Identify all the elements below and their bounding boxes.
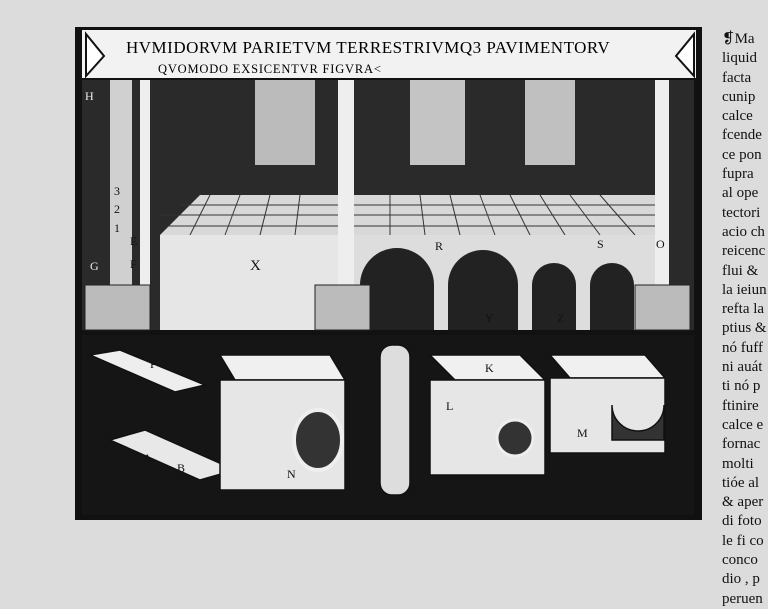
text-line: tectori <box>722 204 761 221</box>
label-s: S <box>597 237 604 251</box>
label-p: P <box>150 357 157 371</box>
title-line-1: HVMIDORVM PARIETVM TERRESTRIVMQ3 PAVIMEN… <box>126 38 610 57</box>
text-line: reicenc <box>722 243 766 260</box>
text-line: ti nó p <box>722 378 761 395</box>
right-text-column: ❡Ma liquid facta cunip calce fcende ce pon fupr… <box>722 30 768 609</box>
label-r: R <box>435 239 443 253</box>
text-line: refta la <box>722 301 765 318</box>
text-line: fornac <box>722 436 761 453</box>
label-y: Y <box>485 311 494 325</box>
text-line: le fi co <box>722 532 764 549</box>
label-z: Z <box>557 311 564 325</box>
text-line: ❡Ma <box>722 31 755 47</box>
label-h: H <box>85 89 94 103</box>
label-n: N <box>287 467 296 481</box>
label-3: 3 <box>114 184 120 198</box>
text-line: facta <box>722 69 752 86</box>
text-line: acio ch <box>722 223 765 240</box>
label-k: K <box>485 361 494 375</box>
label-o: O <box>656 237 665 251</box>
upper-room-scene: H 3 2 1 E F G X R Y Z S O <box>82 80 694 331</box>
label-a: A <box>143 451 152 465</box>
label-l: L <box>446 399 453 413</box>
text-line: dio , p <box>722 571 760 588</box>
title-banner <box>82 30 696 78</box>
text-line: ftinire <box>722 397 759 414</box>
label-e: E <box>130 234 137 248</box>
text-line: calce <box>722 108 753 125</box>
banner-right-ornament <box>674 31 695 79</box>
text-line: tióe al <box>722 474 760 491</box>
title-line-2: QVOMODO EXSICENTVR FIGVRA< <box>158 62 382 76</box>
label-2: 2 <box>114 202 120 216</box>
banner-left-ornament <box>85 31 106 79</box>
label-m: M <box>577 426 588 440</box>
text-line: cunip <box>722 88 756 105</box>
label-1: 1 <box>114 221 120 235</box>
label-x: X <box>250 258 261 274</box>
label-b: B <box>177 461 185 475</box>
text-line: ni auát <box>722 359 763 376</box>
text-line: calce e <box>722 416 764 433</box>
text-line: la ieiun <box>722 281 767 298</box>
text-line: ce pon <box>722 146 762 163</box>
woodcut-illustration: HVMIDORVM PARIETVM TERRESTRIVMQ3 PAVIMEN… <box>75 27 702 520</box>
conduit-blocks-scene: P K L M N A B <box>82 335 694 515</box>
label-f: F <box>130 257 137 271</box>
text-line: molti <box>722 455 754 472</box>
text-line: conco <box>722 552 758 569</box>
text-line: fcende <box>722 127 762 144</box>
text-line: fupra <box>722 166 754 183</box>
text-line: di foto <box>722 513 762 530</box>
text-line: & aper <box>722 494 764 511</box>
text-line: peruen <box>722 590 763 607</box>
label-g: G <box>90 259 99 273</box>
text-line: ptius & <box>722 320 767 337</box>
text-line: flui & <box>722 262 759 279</box>
text-line: nó fuff <box>722 339 763 356</box>
text-line: liquid <box>722 50 758 67</box>
text-line: al ope <box>722 185 759 202</box>
